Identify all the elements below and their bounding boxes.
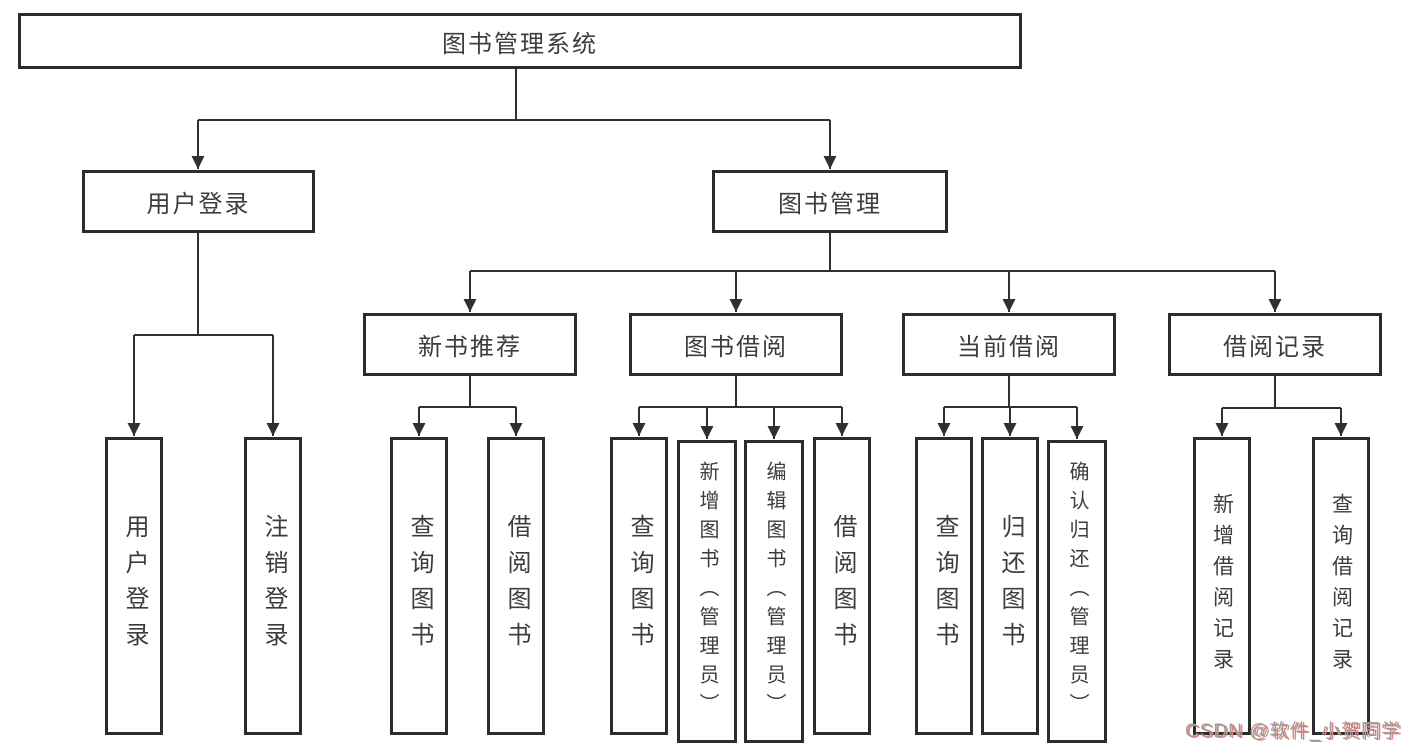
leaf-label: 借阅图书 xyxy=(829,514,856,658)
leaf-label: 新增图书（管理员） xyxy=(696,461,718,722)
leaf-borrow-books-recommend: 借阅图书 xyxy=(487,437,545,735)
leaf-label: 查询图书 xyxy=(931,514,958,658)
node-user-login: 用户登录 xyxy=(82,170,315,233)
node-label: 图书管理 xyxy=(778,191,882,218)
node-book-borrowing: 图书借阅 xyxy=(629,313,843,376)
leaf-query-books-current: 查询图书 xyxy=(915,437,973,735)
node-label: 当前借阅 xyxy=(957,334,1061,361)
leaf-label: 确认归还（管理员） xyxy=(1066,461,1088,722)
leaf-label: 新增借阅记录 xyxy=(1210,493,1234,679)
leaf-add-borrow-record: 新增借阅记录 xyxy=(1193,437,1251,735)
leaf-query-books-borrowing: 查询图书 xyxy=(610,437,668,735)
leaf-confirm-return-admin: 确认归还（管理员） xyxy=(1047,440,1107,743)
node-library-system: 图书管理系统 xyxy=(18,13,1022,69)
leaf-label: 查询图书 xyxy=(626,514,653,658)
leaf-add-books-admin: 新增图书（管理员） xyxy=(677,440,737,743)
leaf-label: 用户登录 xyxy=(121,514,148,658)
leaf-user-login: 用户登录 xyxy=(105,437,163,735)
leaf-edit-books-admin: 编辑图书（管理员） xyxy=(744,440,804,743)
leaf-label: 注销登录 xyxy=(260,514,287,658)
leaf-return-books: 归还图书 xyxy=(981,437,1039,735)
node-label: 新书推荐 xyxy=(418,334,522,361)
leaf-query-books-recommend: 查询图书 xyxy=(390,437,448,735)
leaf-query-borrow-record: 查询借阅记录 xyxy=(1312,437,1370,735)
leaf-label: 查询图书 xyxy=(406,514,433,658)
leaf-logout-login: 注销登录 xyxy=(244,437,302,735)
csdn-watermark: CSDN @软件_小贺同学 xyxy=(1185,721,1401,742)
leaf-label: 查询借阅记录 xyxy=(1329,493,1353,679)
node-new-book-recommend: 新书推荐 xyxy=(363,313,577,376)
node-borrowing-records: 借阅记录 xyxy=(1168,313,1382,376)
node-book-management: 图书管理 xyxy=(712,170,948,233)
node-label: 借阅记录 xyxy=(1223,334,1327,361)
node-current-borrowing: 当前借阅 xyxy=(902,313,1116,376)
leaf-label: 编辑图书（管理员） xyxy=(763,461,785,722)
leaf-label: 归还图书 xyxy=(997,514,1024,658)
leaf-borrow-books-borrowing: 借阅图书 xyxy=(813,437,871,735)
leaf-label: 借阅图书 xyxy=(503,514,530,658)
node-label: 图书管理系统 xyxy=(442,30,598,58)
node-label: 图书借阅 xyxy=(684,334,788,361)
node-label: 用户登录 xyxy=(146,191,251,218)
